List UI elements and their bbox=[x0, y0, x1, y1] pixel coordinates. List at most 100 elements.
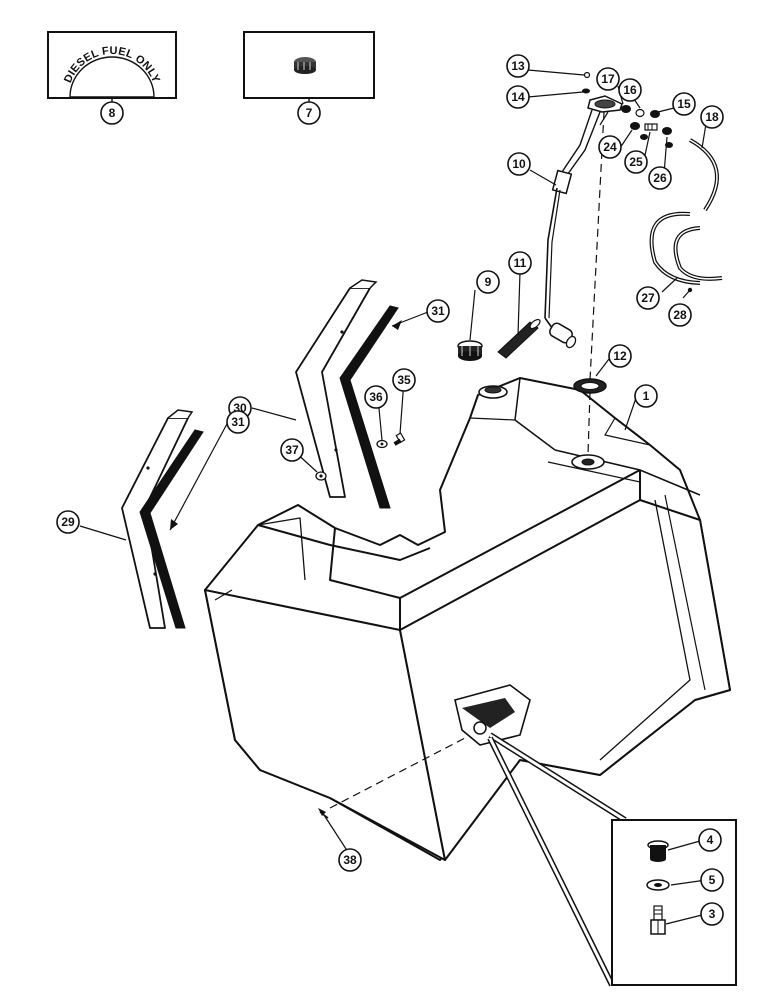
callout-circle bbox=[100, 101, 124, 125]
callout-number: 15 bbox=[677, 97, 691, 111]
strap-bracket-30 bbox=[295, 279, 378, 498]
callout-number: 12 bbox=[613, 349, 627, 363]
callout-8: 8 bbox=[100, 101, 124, 125]
callout-circle bbox=[476, 270, 500, 294]
lockwasher-14 bbox=[582, 88, 590, 94]
callout-12: 12 bbox=[608, 344, 632, 368]
callout-circle bbox=[700, 868, 724, 892]
callout-36: 36 bbox=[364, 385, 388, 409]
callout-number: 28 bbox=[673, 308, 687, 322]
fuel-tank-body bbox=[204, 377, 731, 861]
callout-circle bbox=[392, 368, 416, 392]
fuel-cap-part bbox=[294, 57, 316, 74]
callout-circle bbox=[56, 510, 80, 534]
hose-27 bbox=[649, 211, 723, 285]
filler-cap-9 bbox=[457, 340, 483, 361]
callout-number: 27 bbox=[641, 291, 655, 305]
callout-circle bbox=[507, 152, 531, 176]
callout-11: 11 bbox=[508, 251, 532, 275]
callout-circle bbox=[364, 385, 388, 409]
cap-inset-box bbox=[243, 31, 375, 104]
callout-9: 9 bbox=[476, 270, 500, 294]
callout-number: 35 bbox=[397, 373, 411, 387]
rubber-strip-31-left bbox=[139, 429, 204, 629]
callout-10: 10 bbox=[507, 152, 531, 176]
callout-31a: 31 bbox=[226, 410, 250, 434]
callout-number: 24 bbox=[603, 140, 617, 154]
callout-circle bbox=[672, 92, 696, 116]
callout-circle bbox=[508, 251, 532, 275]
callout-number: 18 bbox=[705, 110, 719, 124]
callout-number: 16 bbox=[623, 83, 637, 97]
callout-number: 4 bbox=[707, 833, 714, 847]
callout-number: 5 bbox=[709, 873, 716, 887]
callout-number: 26 bbox=[653, 171, 667, 185]
fitting-16 bbox=[635, 108, 645, 118]
callout-number: 8 bbox=[109, 106, 116, 120]
callout-circle bbox=[598, 135, 622, 159]
callout-number: 31 bbox=[431, 304, 445, 318]
callout-7: 7 bbox=[297, 101, 321, 125]
callout-number: 25 bbox=[629, 155, 643, 169]
callout-number: 31 bbox=[231, 415, 245, 429]
callout-circle bbox=[668, 303, 692, 327]
fitting-24 bbox=[630, 122, 640, 130]
callout-circle bbox=[634, 384, 658, 408]
callout-4: 4 bbox=[698, 828, 722, 852]
callout-17: 17 bbox=[596, 67, 620, 91]
decal-shape bbox=[69, 56, 155, 98]
bolt-35 bbox=[393, 432, 406, 446]
fitting-17 bbox=[621, 105, 631, 113]
screw-13 bbox=[583, 71, 591, 79]
drain-plug-part bbox=[647, 840, 669, 862]
callout-1: 1 bbox=[634, 384, 658, 408]
callout-number: 7 bbox=[306, 106, 313, 120]
sender-alignment-line bbox=[589, 111, 605, 381]
nut-37 bbox=[315, 471, 327, 481]
callout-number: 37 bbox=[285, 443, 299, 457]
callout-18: 18 bbox=[700, 105, 724, 129]
callout-15: 15 bbox=[672, 92, 696, 116]
callout-circle bbox=[226, 410, 250, 434]
callout-number: 3 bbox=[709, 907, 716, 921]
callout-24: 24 bbox=[598, 135, 622, 159]
callout-circle bbox=[297, 101, 321, 125]
callout-number: 36 bbox=[369, 390, 383, 404]
callout-circle bbox=[426, 299, 450, 323]
fuel-sender-unit bbox=[544, 95, 623, 349]
callout-number: 38 bbox=[343, 853, 357, 867]
arrowhead-31-right bbox=[392, 320, 402, 330]
callout-35: 35 bbox=[392, 368, 416, 392]
callout-circle bbox=[280, 438, 304, 462]
callout-25: 25 bbox=[624, 150, 648, 174]
fitting-26 bbox=[662, 127, 672, 135]
callout-37: 37 bbox=[280, 438, 304, 462]
gasket-12 bbox=[573, 378, 607, 394]
callout-circle bbox=[636, 286, 660, 310]
leader-lines bbox=[79, 69, 707, 925]
callout-27: 27 bbox=[636, 286, 660, 310]
callout-circle bbox=[618, 78, 642, 102]
callout-circle bbox=[700, 902, 724, 926]
callout-circle bbox=[698, 828, 722, 852]
callout-28: 28 bbox=[668, 303, 692, 327]
callout-3: 3 bbox=[700, 902, 724, 926]
callout-circle bbox=[648, 166, 672, 190]
callout-5: 5 bbox=[700, 868, 724, 892]
hose-18 bbox=[689, 138, 719, 212]
drain-plate bbox=[454, 684, 531, 746]
drain-washer-part bbox=[646, 879, 670, 891]
callout-38: 38 bbox=[338, 848, 362, 872]
arrowhead-31-left bbox=[170, 519, 178, 530]
callout-number: 17 bbox=[601, 72, 615, 86]
fitting-25 bbox=[644, 123, 658, 131]
callout-number: 14 bbox=[511, 90, 525, 104]
callout-13: 13 bbox=[506, 54, 530, 78]
callout-circle bbox=[700, 105, 724, 129]
washer-36 bbox=[376, 439, 388, 449]
callout-circle bbox=[506, 54, 530, 78]
callout-14: 14 bbox=[506, 85, 530, 109]
